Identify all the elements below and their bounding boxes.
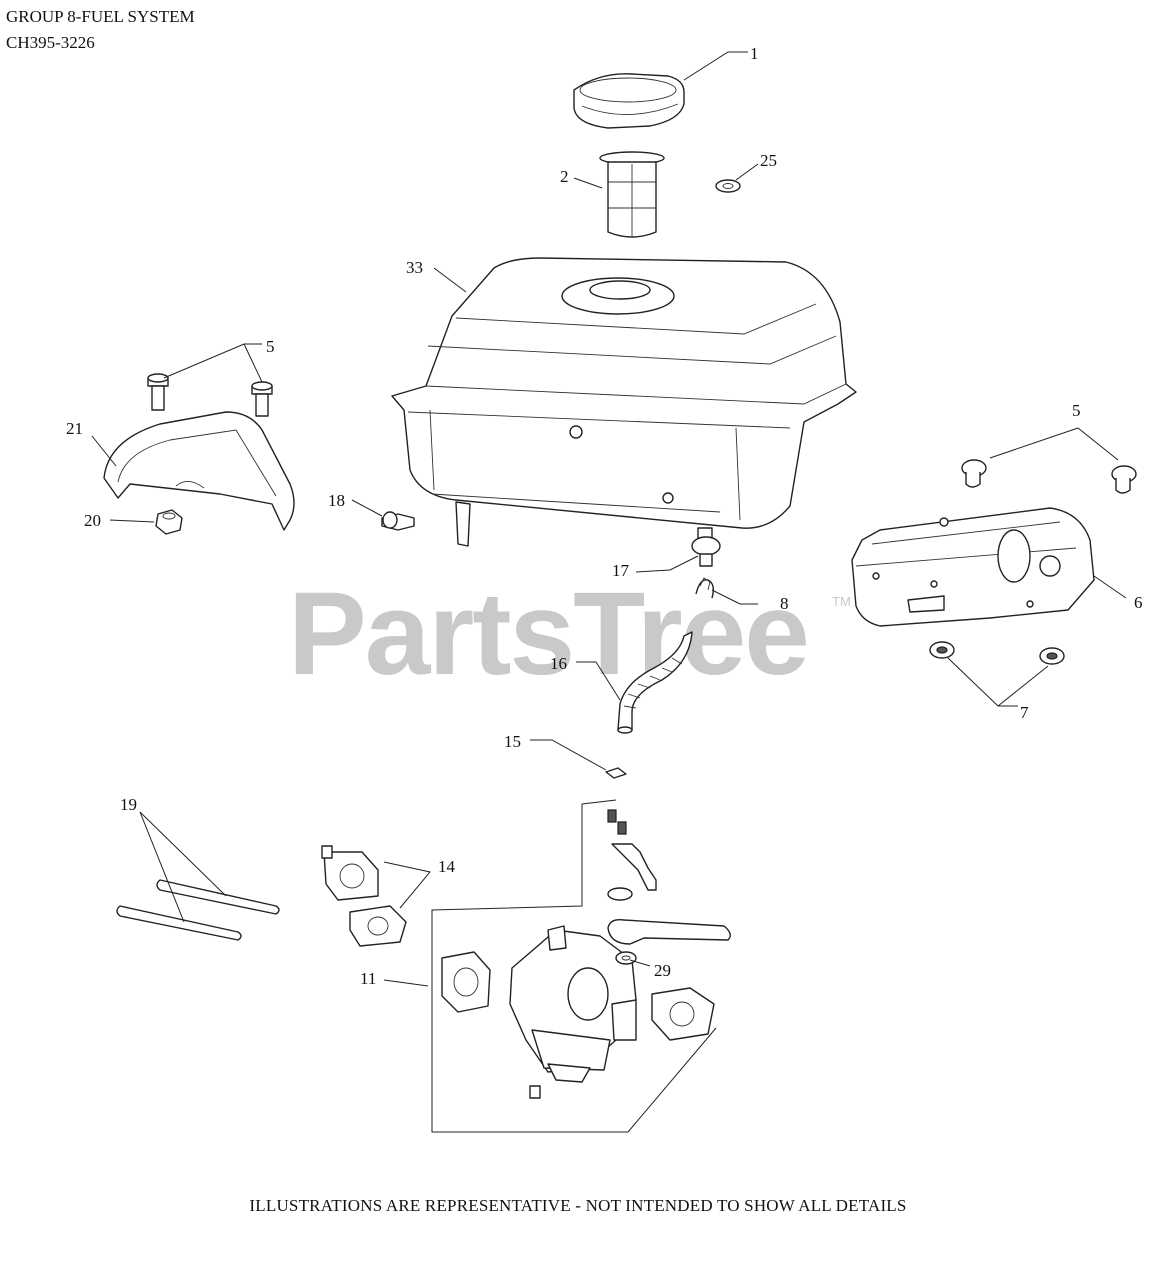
callout-25[interactable]: 25	[760, 151, 777, 170]
part-grommet-washers[interactable]	[929, 641, 1065, 665]
callout-20[interactable]: 20	[84, 511, 101, 530]
callout-11[interactable]: 11	[360, 969, 376, 988]
callout-2[interactable]: 2	[560, 167, 569, 186]
part-choke-linkage[interactable]	[607, 809, 731, 965]
engine-model-number: CH395-3226	[6, 33, 95, 52]
part-hex-nut[interactable]	[155, 509, 183, 535]
callout-5-left[interactable]: 5	[266, 337, 275, 356]
callout-16[interactable]: 16	[550, 654, 567, 673]
callout-18[interactable]: 18	[328, 491, 345, 510]
callout-21[interactable]: 21	[66, 419, 83, 438]
disclaimer-footer: ILLUSTRATIONS ARE REPRESENTATIVE - NOT I…	[249, 1196, 907, 1215]
carburetor-kit-outline-top	[581, 799, 617, 805]
part-bolt-18[interactable]	[381, 511, 415, 531]
part-tank-mount-plate[interactable]	[851, 507, 1095, 627]
part-hose-clamp[interactable]	[695, 577, 715, 599]
part-fuel-strainer[interactable]	[599, 151, 665, 238]
part-fuel-hose[interactable]	[617, 631, 693, 734]
carburetor-kit-outline	[431, 804, 717, 1133]
callout-14[interactable]: 14	[438, 857, 456, 876]
callout-numbers: 1 2 25 33 5 5 21 20 18 17 8 6 16 7 15 19…	[66, 44, 1143, 988]
callout-17[interactable]: 17	[612, 561, 630, 580]
callout-15[interactable]: 15	[504, 732, 521, 751]
callout-6[interactable]: 6	[1134, 593, 1143, 612]
callout-33[interactable]: 33	[406, 258, 423, 277]
part-tank-bracket[interactable]	[103, 411, 295, 531]
part-grommets-right[interactable]	[961, 459, 1137, 494]
part-hose-clip[interactable]	[605, 767, 627, 779]
part-carburetor[interactable]	[441, 925, 715, 1099]
callout-8[interactable]: 8	[780, 594, 789, 613]
part-flange-bolts-left[interactable]	[147, 373, 273, 417]
part-carburetor-gaskets[interactable]	[321, 845, 407, 947]
part-studs[interactable]	[116, 879, 280, 941]
callout-5-right[interactable]: 5	[1072, 401, 1081, 420]
trademark-mark: TM	[832, 594, 851, 609]
callout-1[interactable]: 1	[750, 44, 759, 63]
callout-7[interactable]: 7	[1020, 703, 1029, 722]
callout-19[interactable]: 19	[120, 795, 137, 814]
part-fuel-shutoff-valve[interactable]	[691, 527, 721, 567]
part-fuel-cap[interactable]	[573, 73, 685, 129]
diagram-group-title: GROUP 8-FUEL SYSTEM	[6, 7, 195, 26]
part-fuel-tank[interactable]	[391, 257, 857, 547]
callout-29[interactable]: 29	[654, 961, 671, 980]
partstree-watermark: PartsTree	[288, 568, 810, 700]
leader-lines	[91, 51, 1127, 987]
part-washer[interactable]	[715, 179, 741, 193]
